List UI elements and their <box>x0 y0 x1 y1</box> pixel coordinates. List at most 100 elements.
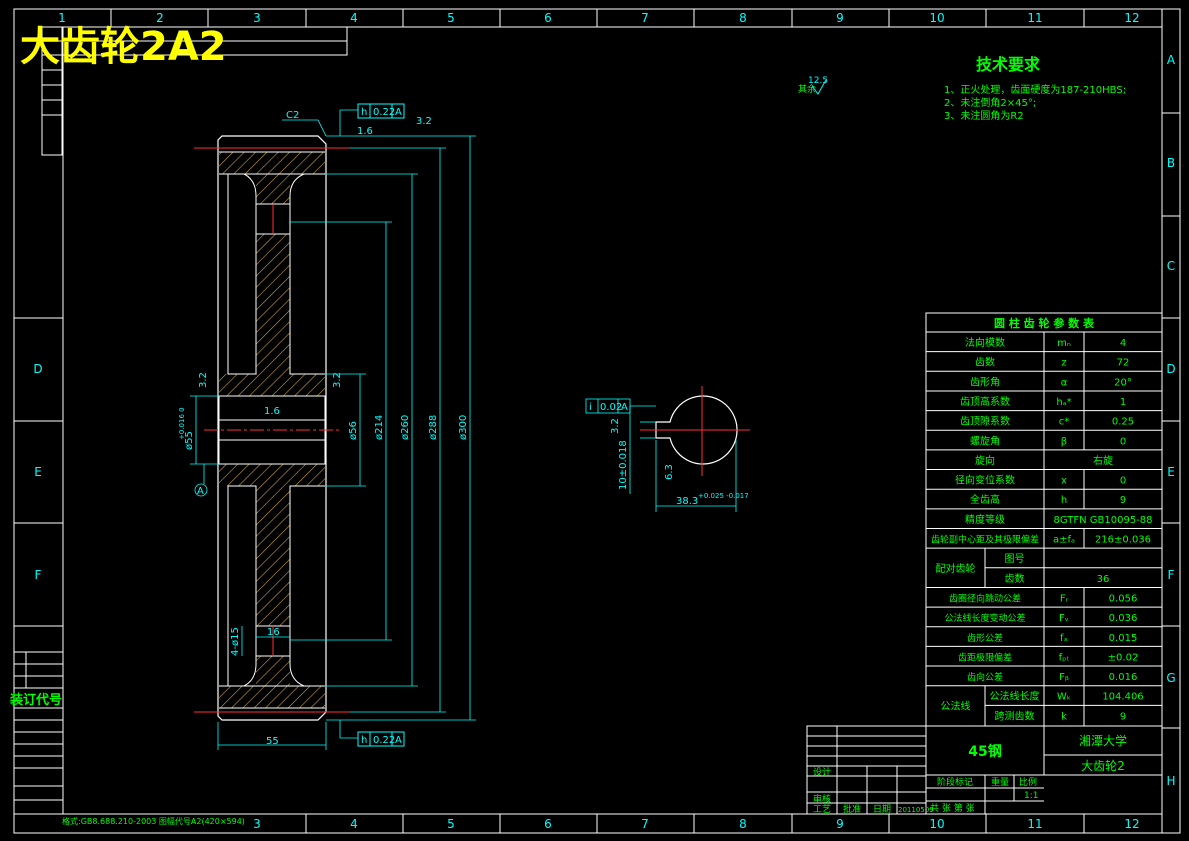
dim-bore-tol: +0.016 0 <box>178 407 186 440</box>
table-cell: 径向变位系数 <box>955 474 1015 487</box>
table-cell: 4 <box>1120 338 1126 349</box>
tol-bottom-value: 0.22 <box>373 735 395 746</box>
tol-top-value: 0.22 <box>373 107 395 118</box>
hub-lower-hatch <box>219 464 325 486</box>
table-cell: fₓ <box>1060 633 1068 644</box>
table-cell: k <box>1061 711 1067 722</box>
table-cell: Fᵥ <box>1059 613 1069 624</box>
dim-214: ø214 <box>374 415 385 440</box>
table-cell: β <box>1061 436 1067 447</box>
keyway-view <box>640 386 750 476</box>
col-label: 4 <box>350 11 358 25</box>
table-cell: 螺旋角 <box>970 434 1000 447</box>
table-cell: 图号 <box>1005 553 1025 565</box>
row-label: D <box>1166 362 1175 376</box>
web-lower-hatch <box>256 486 290 626</box>
table-cell: 全齿高 <box>970 493 1000 506</box>
school-name: 湘潭大学 <box>1079 733 1127 748</box>
table-cell: 齿数 <box>975 356 995 369</box>
gear-outline <box>217 135 327 721</box>
dim-c2: C2 <box>286 110 299 121</box>
row-label: E <box>1167 465 1175 479</box>
svg-text:h: h <box>361 107 367 118</box>
approve-label: 批准 <box>843 803 861 815</box>
sheet-label: 共 张 第 张 <box>930 802 975 814</box>
table-cell: 0 <box>1120 436 1126 447</box>
col-label: 5 <box>447 817 455 831</box>
table-cell: 104.406 <box>1102 692 1143 703</box>
rest-roughness: 12.5 <box>808 76 828 86</box>
dim-width-55: 55 <box>266 736 279 747</box>
rough-top-2: 3.2 <box>416 116 432 127</box>
col-label: 3 <box>253 817 261 831</box>
format-text: 格式:GB8.688.210-2003 图幅代号A2(420×594) <box>62 816 245 826</box>
table-cell: 公法线长度 <box>990 690 1040 703</box>
date-label: 日期 <box>873 804 891 815</box>
table-cell: 齿圈径向跳动公差 <box>949 592 1021 604</box>
date-value: 20110509 <box>898 806 934 814</box>
table-cell: fₚₜ <box>1059 652 1070 663</box>
table-cell: α <box>1061 377 1068 388</box>
col-label: 2 <box>156 11 164 25</box>
table-cell: 齿向公差 <box>967 671 1003 683</box>
tech-req-item: 2、未注倒角2×45°; <box>944 96 1036 109</box>
rough-right: 3.2 <box>332 372 343 388</box>
col-label: 6 <box>544 11 552 25</box>
table-cell: 72 <box>1117 358 1130 369</box>
key-rough-2: 6.3 <box>664 464 675 480</box>
rough-top-1: 1.6 <box>357 126 373 137</box>
datum-label: A <box>197 486 204 497</box>
stage-label: 阶段标记 <box>937 776 973 788</box>
table-cell: 0.036 <box>1109 613 1138 624</box>
key-tol-ref: A <box>621 402 628 413</box>
table-cell: 齿顶高系数 <box>960 395 1010 408</box>
col-label: 7 <box>641 11 649 25</box>
table-cell: h <box>1061 495 1067 506</box>
web-lower-hatch-2 <box>256 656 290 686</box>
table-cell: 齿数 <box>1005 572 1025 585</box>
table-cell: 9 <box>1120 495 1126 506</box>
rough-bore: 1.6 <box>264 406 280 417</box>
key-depth: 38.3 <box>676 496 698 507</box>
col-label: 6 <box>544 817 552 831</box>
check-label: 审核 <box>813 793 831 805</box>
table-cell: 0.015 <box>1109 633 1138 644</box>
dim-260: ø260 <box>400 415 411 440</box>
weight-label: 重量 <box>991 776 1009 788</box>
row-label: C <box>1167 259 1175 273</box>
column-ticks <box>14 9 1180 833</box>
row-label: B <box>1167 156 1175 170</box>
table-cell: 20° <box>1114 377 1132 388</box>
col-label: 7 <box>641 817 649 831</box>
col-label: 9 <box>836 11 844 25</box>
table-cell: a±fₐ <box>1053 535 1075 546</box>
keyway-outline <box>655 395 738 465</box>
web-upper-hatch <box>256 234 290 374</box>
designer-label: 设计 <box>813 766 831 778</box>
col-label: 11 <box>1027 11 1042 25</box>
table-cell: 0 <box>1120 476 1126 487</box>
table-cell: 齿形公差 <box>967 632 1003 644</box>
dim-56: ø56 <box>348 421 359 440</box>
table-cell: 跨测齿数 <box>995 709 1035 722</box>
row-label: G <box>1166 671 1175 685</box>
binding-label: 装订代号 <box>9 692 62 708</box>
table-cell: 216±0.036 <box>1095 535 1151 546</box>
hub-upper-hatch <box>219 374 325 396</box>
table-cell: z <box>1061 358 1066 369</box>
web-upper-hatch-2 <box>256 174 290 204</box>
col-label: 12 <box>1124 11 1139 25</box>
table-cell: 旋向 <box>975 454 995 467</box>
keyway-dimensions <box>585 398 737 512</box>
col-label: 5 <box>447 11 455 25</box>
table-cell: 齿顶隙系数 <box>960 415 1010 428</box>
svg-text:i: i <box>589 402 592 413</box>
dim-300: ø300 <box>458 415 469 440</box>
table-cell: ±0.02 <box>1108 652 1139 663</box>
param-table-title: 圆 柱 齿 轮 参 数 表 <box>994 316 1095 330</box>
column-labels: 1 2 3 4 5 6 7 8 9 10 11 12 3 4 5 6 7 8 9… <box>58 11 1139 831</box>
table-cell: 公法线长度变动公差 <box>944 612 1025 624</box>
row-label: A <box>1167 53 1176 67</box>
dim-web-16: 16 <box>267 627 280 638</box>
